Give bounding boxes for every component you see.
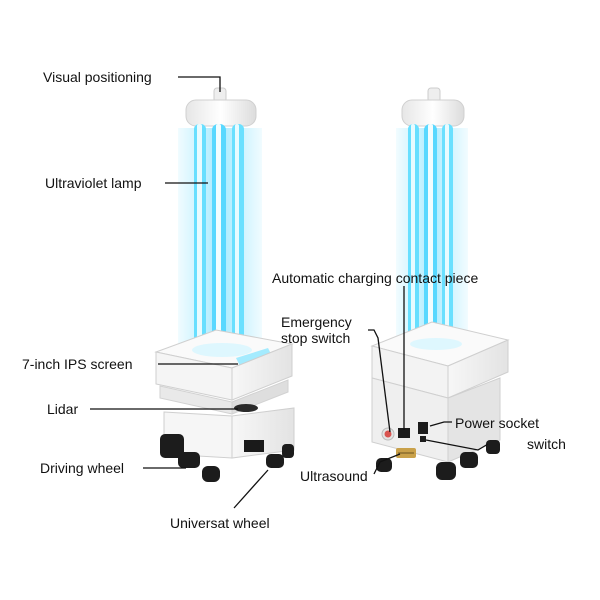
right-robot bbox=[370, 87, 510, 480]
front-slot bbox=[244, 440, 264, 452]
label-driving-wheel: Driving wheel bbox=[40, 460, 125, 476]
label-universal-wheel: Universat wheel bbox=[170, 515, 270, 531]
lidar-sensor bbox=[234, 404, 258, 412]
label-visual-positioning: Visual positioning bbox=[43, 69, 152, 85]
label-lidar: Lidar bbox=[47, 401, 79, 417]
label-ultrasound: Ultrasound bbox=[300, 468, 368, 484]
top-cap bbox=[185, 99, 257, 127]
label-emergency-stop-line2: stop switch bbox=[281, 330, 351, 346]
label-power-socket: Power socket bbox=[455, 415, 540, 431]
power-switch bbox=[420, 436, 426, 442]
emergency-stop-button bbox=[384, 430, 392, 438]
label-charging-contact: Automatic charging contact piece bbox=[272, 270, 479, 286]
label-switch: switch bbox=[527, 436, 566, 452]
label-ips-screen: 7-inch IPS screen bbox=[22, 356, 133, 372]
power-socket bbox=[418, 422, 428, 434]
label-emergency-stop-line1: Emergency bbox=[281, 314, 352, 330]
ips-screen-glow bbox=[236, 348, 272, 366]
uv-tubes bbox=[194, 124, 244, 356]
label-ultraviolet-lamp: Ultraviolet lamp bbox=[45, 175, 142, 191]
wheels bbox=[160, 434, 294, 482]
charging-contact bbox=[398, 428, 410, 438]
leader-lines bbox=[90, 76, 489, 509]
